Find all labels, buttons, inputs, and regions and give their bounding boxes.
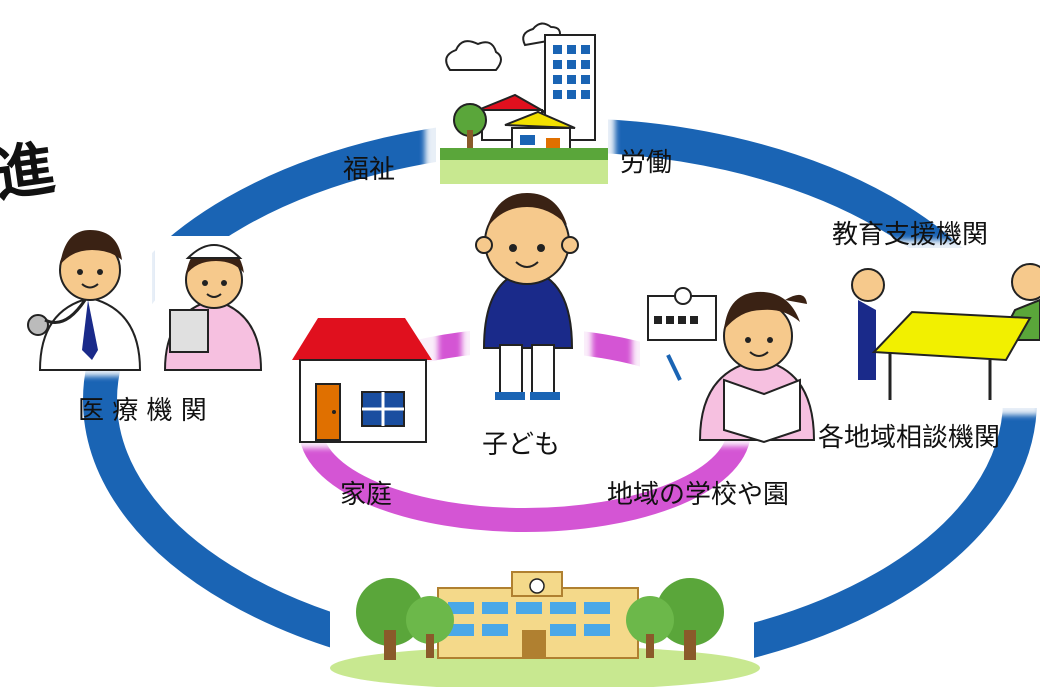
nurse-icon: [155, 236, 275, 371]
label-medical: 医 療 機 関: [78, 396, 207, 426]
label-home: 家庭: [340, 480, 393, 510]
label-labor: 労働: [620, 148, 673, 178]
school-icon: [330, 562, 760, 690]
label-welfare: 福祉: [343, 155, 396, 185]
meeting-icon: [850, 240, 1040, 415]
label-local-school: 地域の学校や園: [607, 480, 790, 510]
label-child: 子ども: [482, 430, 561, 460]
label-education-support: 教育支援機関: [832, 220, 989, 250]
child-icon: [462, 192, 592, 410]
label-local-consult: 各地域相談機関: [818, 423, 1001, 453]
town-icon: [425, 12, 615, 192]
heading-fragment: 進: [0, 133, 59, 211]
doctor-icon: [18, 228, 160, 376]
house-icon: [284, 300, 438, 448]
teacher-icon: [632, 268, 818, 446]
